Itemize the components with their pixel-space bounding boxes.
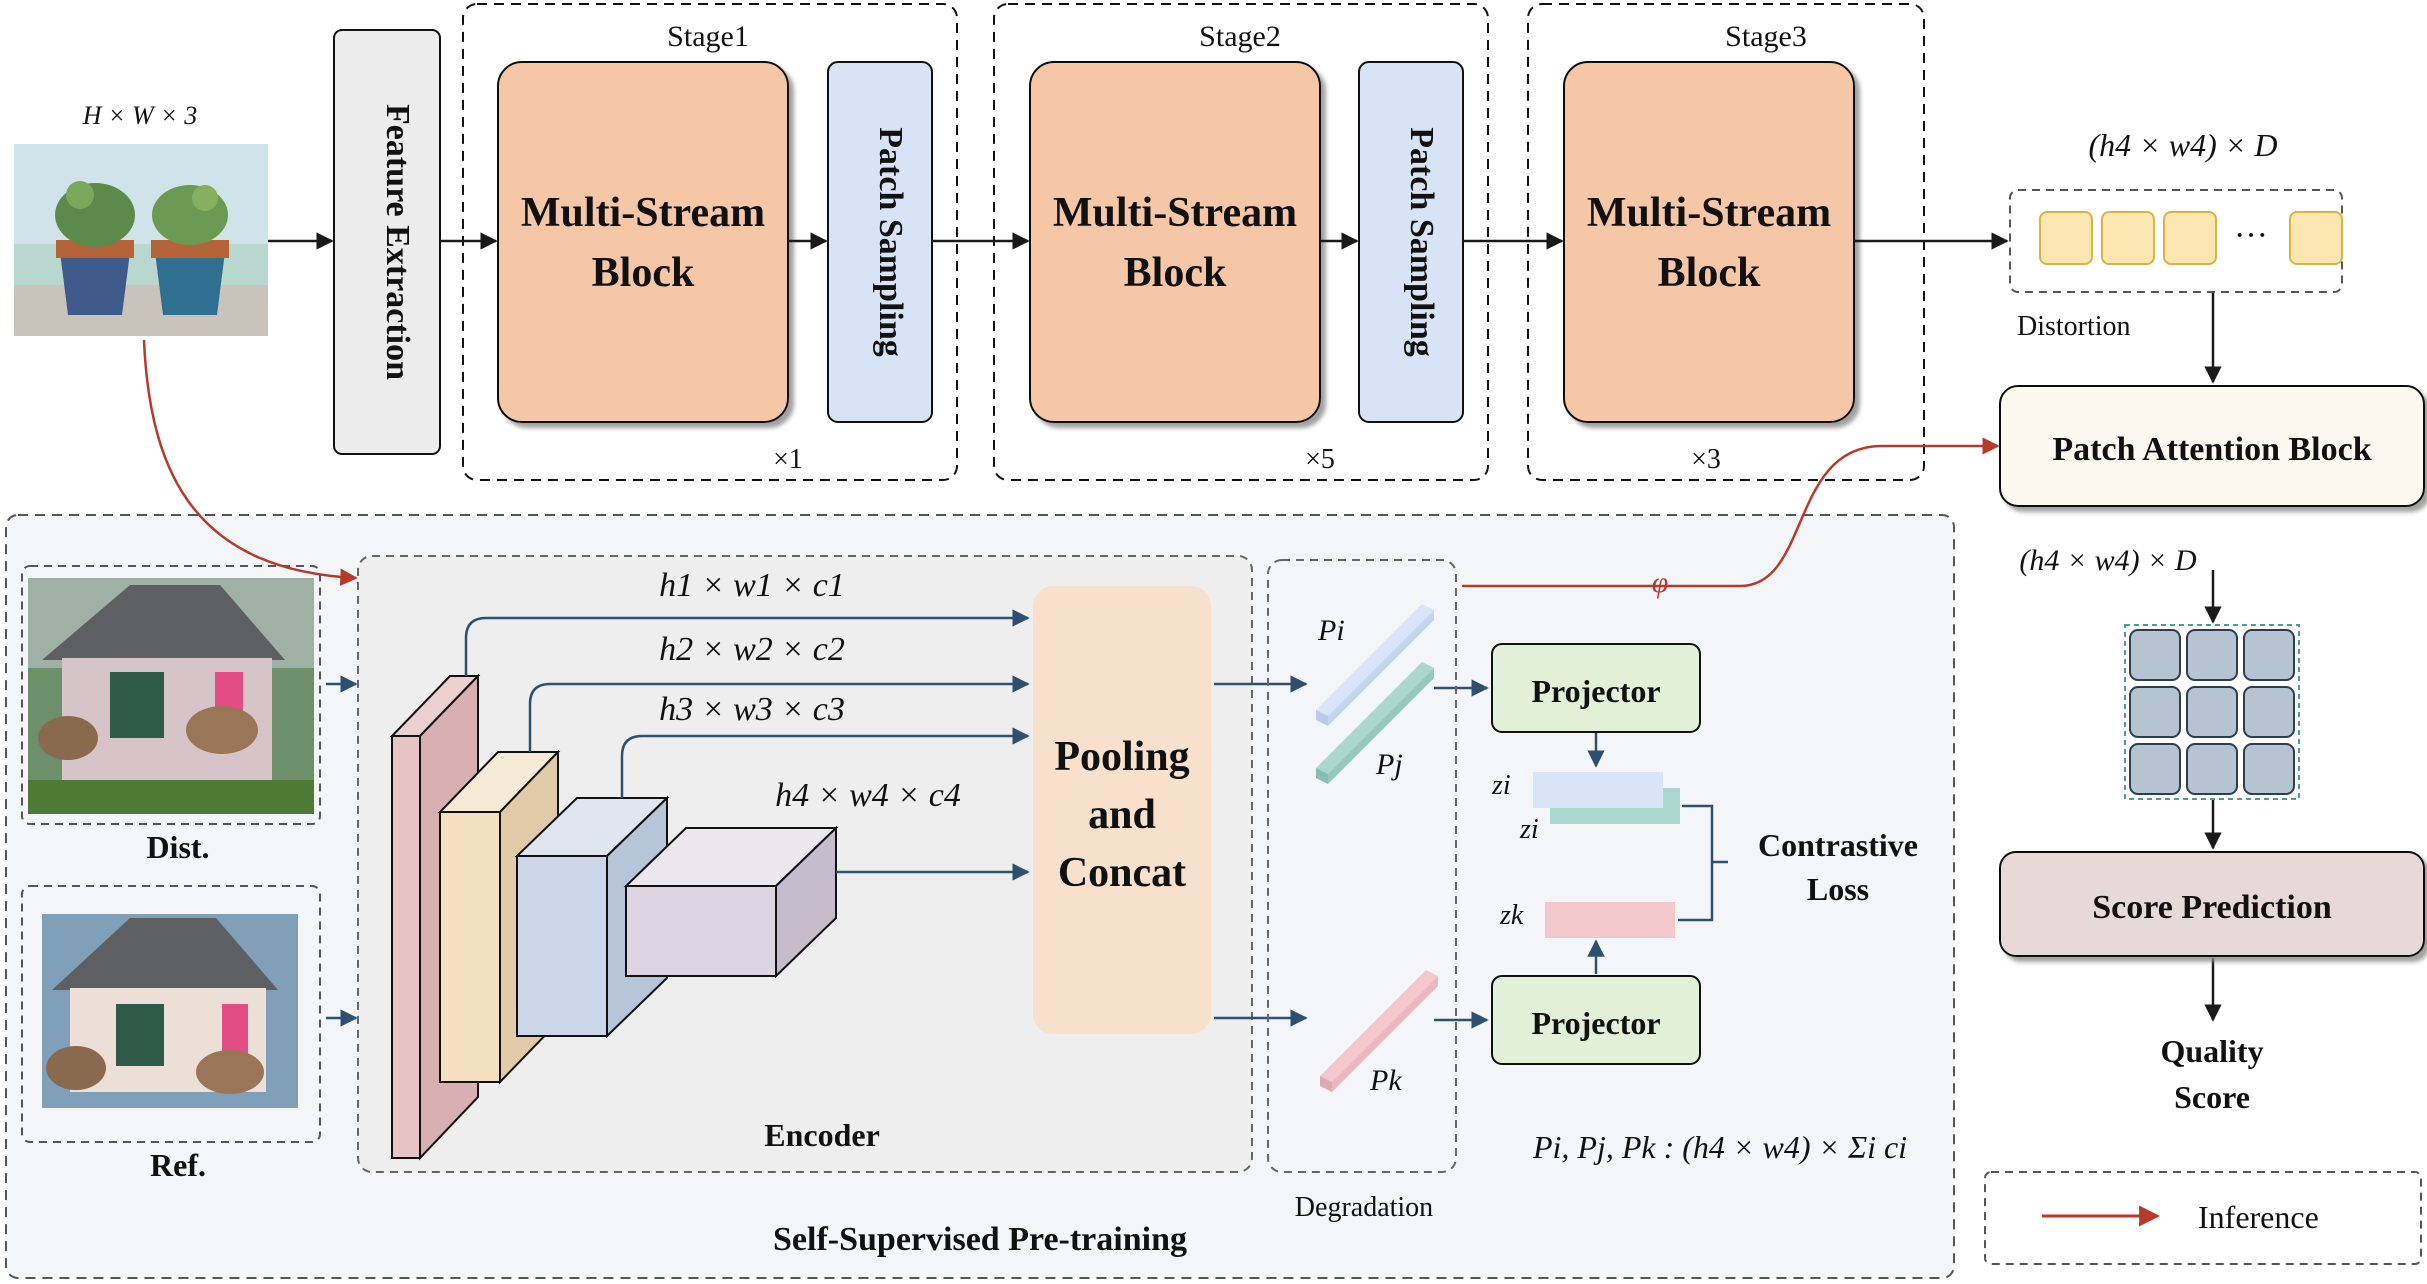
feature-dim-4: h4 × w4 × c4: [775, 777, 961, 814]
ref-label: Ref.: [150, 1147, 206, 1183]
feature-dim-2: h2 × w2 × c2: [659, 631, 845, 668]
stage2-repeat: ×5: [1305, 444, 1335, 475]
score-prediction-label: Score Prediction: [2092, 889, 2332, 926]
stage3-title: Stage3: [1725, 20, 1807, 53]
feature-extraction-label: Feature Extraction: [379, 104, 416, 380]
input-image: [14, 144, 268, 336]
score-prediction-block: Score Prediction: [1999, 851, 2425, 957]
patch-shape-formula: Pi, Pj, Pk : (h4 × w4) × Σi ci: [1532, 1129, 1907, 1165]
stage1-sampling-label: Patch Sampling: [872, 127, 909, 357]
token-2: [2101, 211, 2155, 265]
contrastive-loss-label-2: Loss: [1807, 871, 1869, 907]
pooling-label-3: Concat: [1058, 850, 1186, 896]
patch-attention-block: Patch Attention Block: [1999, 385, 2425, 507]
ref-image: [42, 914, 298, 1108]
input-dims-label: H × W × 3: [82, 101, 198, 130]
token-1: [2039, 211, 2093, 265]
token-ellipsis: ···: [2234, 217, 2268, 254]
dist-image-group: Dist.: [21, 565, 321, 865]
stage3-repeat: ×3: [1691, 444, 1721, 475]
zk-label: zk: [1499, 900, 1524, 931]
stage3-block-label-2: Block: [1658, 250, 1761, 296]
legend-inference-label: Inference: [2198, 1199, 2319, 1235]
stage1-title: Stage1: [667, 20, 749, 53]
stage1-block-label: Multi-Stream: [521, 190, 765, 236]
distortion-tokens: (h4 × w4) × D ··· Distortion: [2009, 127, 2343, 342]
token-3: [2163, 211, 2217, 265]
feature-dim-3: h3 × w3 × c3: [659, 691, 845, 728]
quality-score-label-2: Score: [2174, 1079, 2250, 1115]
pooling-label: Pooling: [1054, 734, 1189, 780]
tokens-dims-label: (h4 × w4) × D: [2089, 127, 2278, 163]
zi-label: zi: [1491, 770, 1511, 801]
dist-label: Dist.: [146, 829, 209, 865]
pretraining-title: Self-Supervised Pre-training: [773, 1221, 1187, 1258]
stage1-repeat: ×1: [773, 444, 803, 475]
stage1-block-label-2: Block: [592, 250, 695, 296]
pooling-concat-block: Pooling and Concat: [1033, 586, 1211, 1034]
token-last: [2289, 211, 2343, 265]
stage2-sampling-label: Patch Sampling: [1403, 127, 1440, 357]
projector-bottom-label: Projector: [1531, 1005, 1660, 1041]
projector-top-label: Projector: [1531, 673, 1660, 709]
stage2-block-label-2: Block: [1124, 250, 1227, 296]
pi-label: Pi: [1317, 614, 1345, 647]
patch-bars: Pi Pj Pk: [1316, 604, 1438, 1097]
legend: Inference: [1984, 1171, 2422, 1265]
projector-top: Projector: [1491, 643, 1701, 733]
feature-grid: [2124, 624, 2300, 800]
dist-image: [28, 578, 314, 814]
inference-arrows: [142, 339, 2000, 588]
feature-dim-labels: h1 × w1 × c1 h2 × w2 × c2 h3 × w3 × c3 h…: [659, 567, 961, 814]
encoder-label: Encoder: [764, 1117, 880, 1153]
degradation-panel: Degradation: [1267, 559, 1457, 1223]
stage1: Stage1 Multi-Stream Block Patch Sampling…: [462, 3, 958, 481]
pj-label: Pj: [1375, 748, 1403, 781]
pooling-label-2: and: [1088, 792, 1156, 838]
stage3-block-label: Multi-Stream: [1587, 190, 1831, 236]
phi-label: φ: [1652, 566, 1669, 599]
patch-attention-label: Patch Attention Block: [2052, 431, 2371, 468]
zi-label-2: zi: [1519, 814, 1539, 845]
top-flow-arrows: [268, 232, 2222, 1022]
pk-label: Pk: [1369, 1064, 1402, 1097]
ref-image-group: Ref.: [21, 885, 321, 1183]
input-image-group: H × W × 3: [14, 101, 268, 336]
attn-dims-label: (h4 × w4) × D: [2019, 544, 2196, 577]
z-embeddings: zi zi zk: [1491, 770, 1728, 938]
encoder-blocks: [389, 673, 839, 1161]
contrastive-loss-label: Contrastive: [1758, 827, 1918, 863]
encoder-arrows: [326, 609, 1605, 1029]
distortion-label: Distortion: [2017, 311, 2131, 342]
stage2-title: Stage2: [1199, 20, 1281, 53]
stage2: Stage2 Multi-Stream Block Patch Sampling…: [993, 3, 1489, 481]
stage2-block-label: Multi-Stream: [1053, 190, 1297, 236]
stage3: Stage3 Multi-Stream Block ×3: [1527, 3, 1925, 481]
quality-score-label: Quality: [2160, 1033, 2263, 1069]
degradation-label: Degradation: [1295, 1192, 1433, 1223]
projector-bottom: Projector: [1491, 975, 1701, 1065]
feature-dim-1: h1 × w1 × c1: [659, 567, 845, 604]
feature-extraction-block: Feature Extraction: [333, 29, 441, 455]
